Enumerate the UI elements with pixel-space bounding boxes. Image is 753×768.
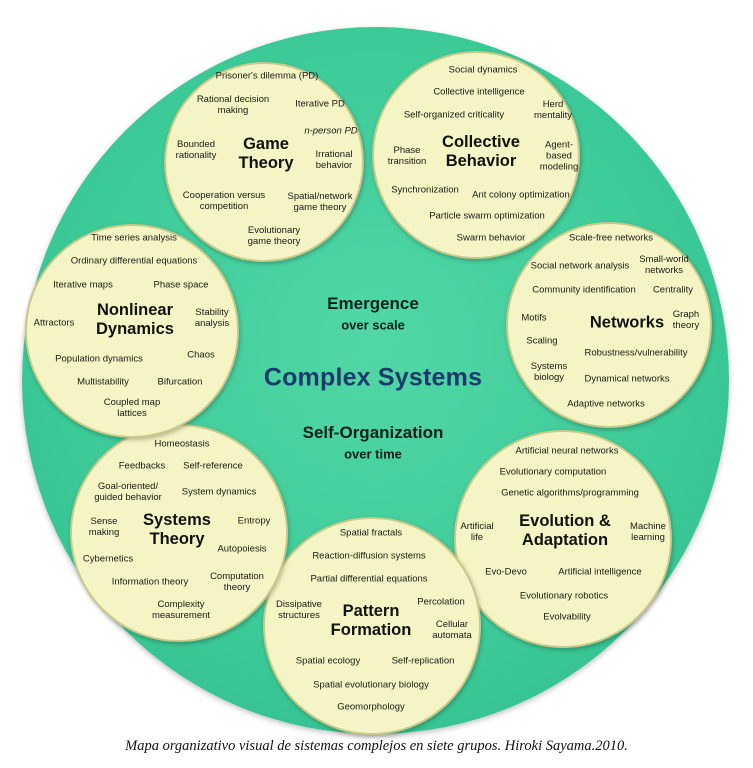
topic-item: Spatial ecology bbox=[295, 655, 361, 667]
group-title-networks: Networks bbox=[589, 313, 665, 332]
self-organization-label: Self-Organization bbox=[302, 423, 444, 442]
topic-item: Graph theory bbox=[672, 309, 700, 331]
topic-item: Robustness/vulnerability bbox=[584, 347, 688, 359]
topic-item: Sense making bbox=[88, 516, 120, 538]
group-circle-pattern-formation bbox=[263, 517, 481, 735]
topic-item: Attractors bbox=[33, 317, 75, 329]
topic-item: Swarm behavior bbox=[456, 232, 526, 244]
topic-item: Scale-free networks bbox=[569, 232, 653, 244]
topic-item: Self-organized criticality bbox=[403, 109, 505, 121]
topic-item: Self-replication bbox=[391, 655, 455, 667]
topic-item: Particle swarm optimization bbox=[429, 210, 545, 222]
topic-item: Population dynamics bbox=[55, 353, 143, 365]
topic-item: Artificial neural networks bbox=[515, 445, 619, 457]
topic-item: Bifurcation bbox=[157, 376, 203, 388]
topic-item: Ant colony optimization bbox=[472, 189, 570, 201]
topic-item: Geomorphology bbox=[337, 701, 405, 713]
group-circle-evolution-adaptation bbox=[454, 430, 672, 648]
topic-item: Self-reference bbox=[183, 460, 243, 472]
group-title-pattern-formation: Pattern Formation bbox=[330, 602, 412, 639]
topic-item: Genetic algorithms/programming bbox=[501, 487, 639, 499]
topic-item: Collective intelligence bbox=[433, 86, 525, 98]
topic-item: Percolation bbox=[417, 596, 465, 608]
topic-item: Phase space bbox=[153, 279, 209, 291]
group-title-systems-theory: Systems Theory bbox=[143, 511, 211, 548]
topic-item: Agent- based modeling bbox=[539, 139, 579, 173]
topic-item: n-person PD bbox=[304, 125, 358, 137]
topic-item: Feedbacks bbox=[118, 460, 166, 472]
topic-item: Information theory bbox=[111, 576, 189, 588]
topic-item: Synchronization bbox=[391, 184, 459, 196]
topic-item: Irrational behavior bbox=[315, 149, 353, 171]
topic-item: Iterative PD bbox=[295, 98, 345, 110]
topic-item: Dynamical networks bbox=[584, 373, 670, 385]
topic-item: Artificial intelligence bbox=[558, 566, 642, 578]
topic-item: Coupled map lattices bbox=[103, 397, 161, 419]
topic-item: Rational decision making bbox=[196, 94, 270, 116]
topic-item: Cellular automata bbox=[432, 619, 472, 641]
topic-item: Multistability bbox=[77, 376, 129, 388]
group-circle-collective-behavior bbox=[372, 51, 580, 259]
topic-item: Prisoner's dilemma (PD) bbox=[215, 70, 319, 82]
topic-item: Evolvability bbox=[543, 611, 591, 623]
topic-item: Cooperation versus competition bbox=[182, 190, 266, 212]
topic-item: Evolutionary computation bbox=[499, 466, 607, 478]
topic-item: Homeostasis bbox=[154, 438, 210, 450]
topic-item: Spatial fractals bbox=[339, 527, 403, 539]
group-circle-game-theory bbox=[164, 62, 364, 262]
topic-item: Spatial/network game theory bbox=[287, 191, 353, 213]
topic-item: Spatial evolutionary biology bbox=[313, 679, 429, 691]
topic-item: Autopoiesis bbox=[217, 543, 267, 555]
topic-item: Cybernetics bbox=[82, 553, 134, 565]
topic-item: Phase transition bbox=[387, 145, 427, 167]
topic-item: Evo-Devo bbox=[485, 566, 527, 578]
topic-item: System dynamics bbox=[181, 486, 257, 498]
topic-item: Complexity measurement bbox=[151, 599, 211, 621]
group-circle-networks bbox=[506, 222, 712, 428]
topic-item: Goal-oriented/ guided behavior bbox=[94, 481, 162, 503]
topic-item: Social dynamics bbox=[448, 64, 518, 76]
topic-item: Computation theory bbox=[210, 571, 264, 593]
topic-item: Machine learning bbox=[630, 521, 666, 543]
topic-item: Community identification bbox=[532, 284, 636, 296]
figure-caption: Mapa organizativo visual de sistemas com… bbox=[125, 738, 628, 754]
topic-item: Time series analysis bbox=[91, 232, 177, 244]
topic-item: Ordinary differential equations bbox=[70, 255, 198, 267]
topic-item: Partial differential equations bbox=[310, 573, 428, 585]
topic-item: Dissipative structures bbox=[276, 599, 322, 621]
group-title-nonlinear-dynamics: Nonlinear Dynamics bbox=[96, 301, 174, 338]
topic-item: Motifs bbox=[521, 312, 547, 324]
topic-item: Evolutionary robotics bbox=[519, 590, 609, 602]
topic-item: Artificial life bbox=[460, 521, 494, 543]
topic-item: Adaptive networks bbox=[567, 398, 645, 410]
group-title-evolution-adaptation: Evolution & Adaptation bbox=[519, 512, 611, 549]
topic-item: Iterative maps bbox=[53, 279, 113, 291]
topic-item: Herd mentality bbox=[533, 99, 573, 121]
topic-item: Scaling bbox=[526, 335, 558, 347]
topic-item: Bounded rationality bbox=[175, 139, 217, 161]
group-circle-nonlinear-dynamics bbox=[25, 224, 239, 438]
topic-item: Small-world networks bbox=[639, 254, 689, 276]
main-title: Complex Systems bbox=[263, 363, 483, 392]
topic-item: Social network analysis bbox=[530, 260, 630, 272]
topic-item: Entropy bbox=[237, 515, 271, 527]
topic-item: Reaction-diffusion systems bbox=[312, 550, 426, 562]
topic-item: Stability analysis bbox=[194, 307, 230, 329]
group-title-collective-behavior: Collective Behavior bbox=[442, 133, 520, 170]
over-scale-label: over scale bbox=[341, 317, 405, 333]
topic-item: Evolutionary game theory bbox=[247, 225, 301, 247]
topic-item: Systems biology bbox=[530, 361, 568, 383]
group-title-game-theory: Game Theory bbox=[238, 135, 294, 172]
group-circle-systems-theory bbox=[70, 424, 288, 642]
over-time-label: over time bbox=[344, 446, 402, 462]
topic-item: Centrality bbox=[652, 284, 694, 296]
emergence-label: Emergence bbox=[327, 294, 419, 313]
topic-item: Chaos bbox=[187, 349, 215, 361]
